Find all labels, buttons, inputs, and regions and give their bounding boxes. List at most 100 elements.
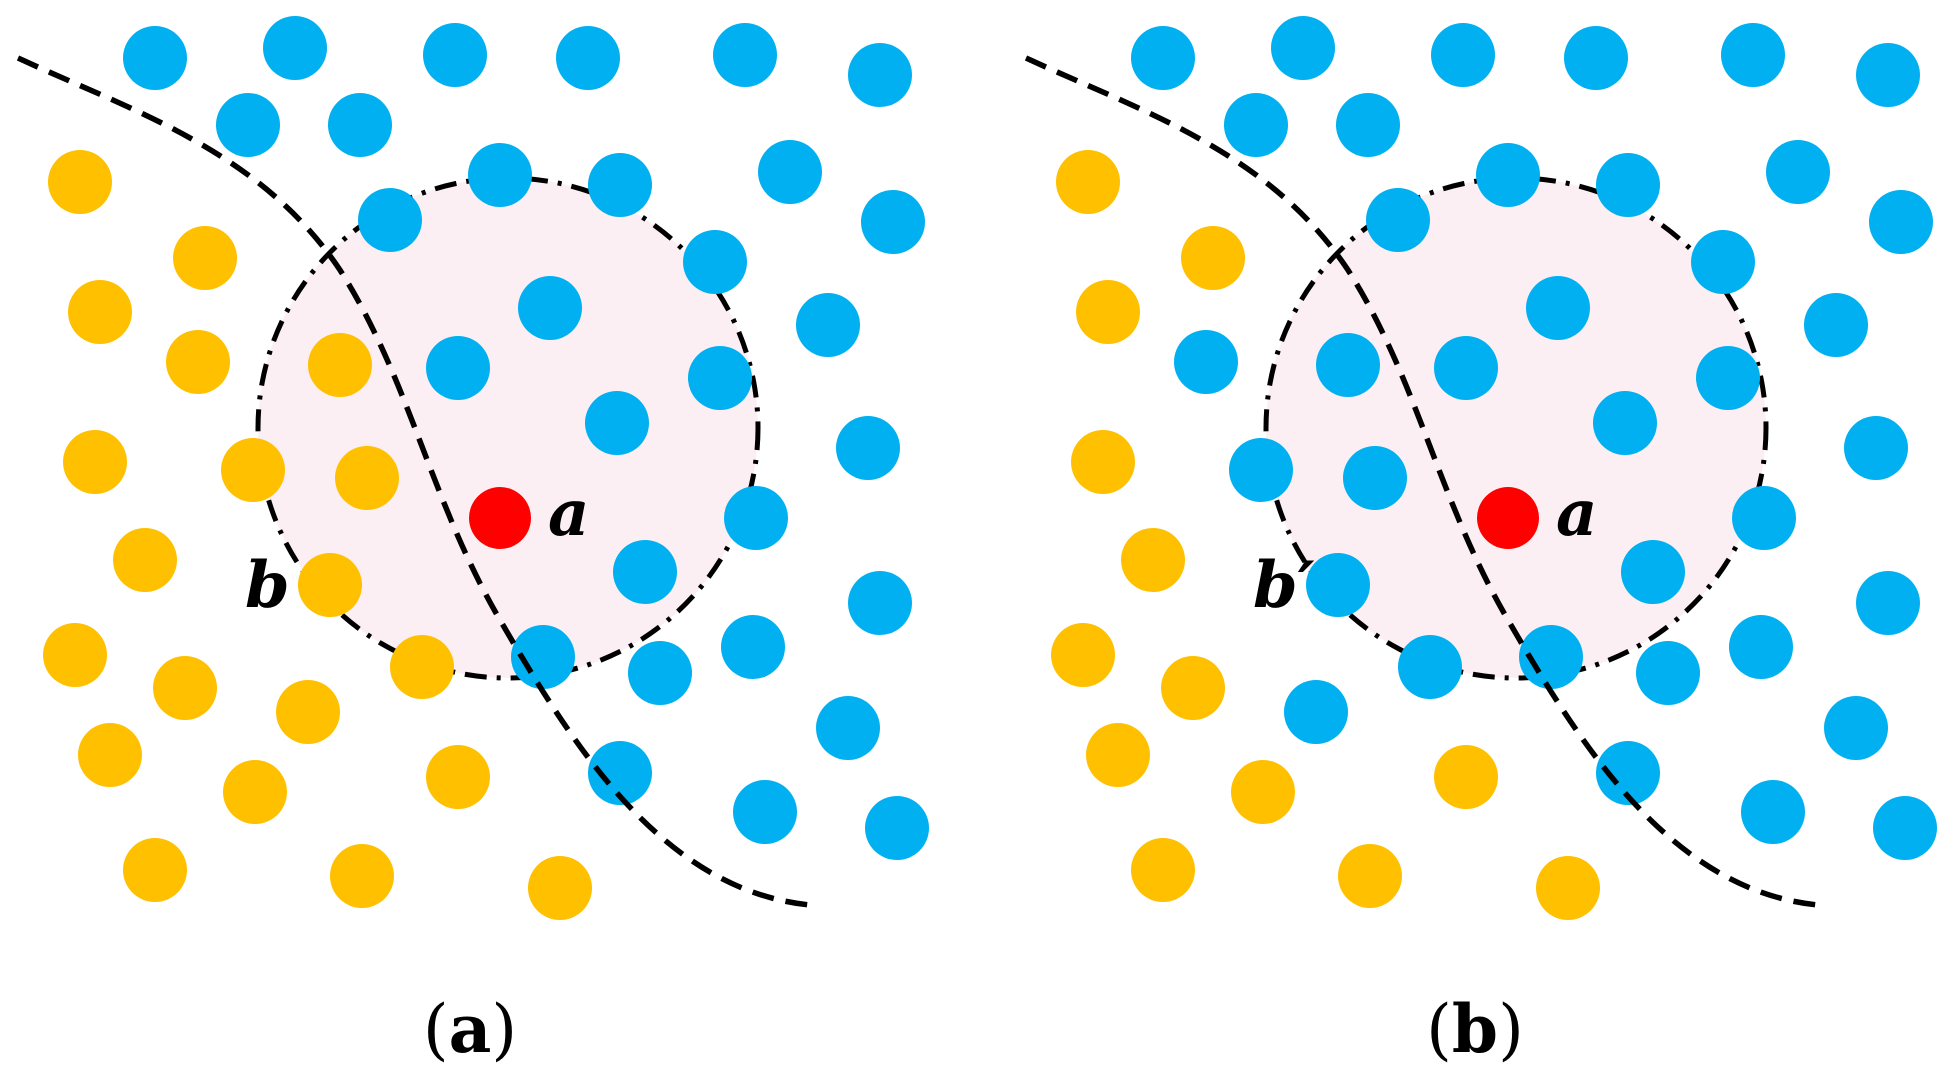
blue-dot — [1284, 680, 1348, 744]
panel-b: a b′ — [1024, 16, 1937, 920]
blue-dot — [263, 16, 327, 80]
yellow-dot — [221, 438, 285, 502]
blue-dot — [1174, 330, 1238, 394]
yellow-dot — [1536, 856, 1600, 920]
blue-dot — [511, 625, 575, 689]
blue-dot — [796, 293, 860, 357]
blue-dot — [1766, 140, 1830, 204]
yellow-dot — [1071, 430, 1135, 494]
blue-dot — [1224, 93, 1288, 157]
blue-dot — [758, 140, 822, 204]
decision-boundary — [1024, 55, 1819, 908]
blue-dot — [123, 26, 187, 90]
yellow-dot — [48, 150, 112, 214]
blue-dot — [426, 336, 490, 400]
yellow-dot — [1161, 656, 1225, 720]
blue-dot — [1691, 230, 1755, 294]
blue-dot — [1526, 276, 1590, 340]
yellow-dot — [78, 723, 142, 787]
yellow-dot — [153, 656, 217, 720]
query-point — [1477, 487, 1539, 549]
blue-dot — [358, 188, 422, 252]
query-point-label: a — [1556, 476, 1597, 551]
blue-dot — [1229, 438, 1293, 502]
yellow-dot — [1076, 280, 1140, 344]
blue-dot — [836, 416, 900, 480]
yellow-dot — [1121, 528, 1185, 592]
yellow-dot — [1131, 838, 1195, 902]
blue-dot — [1596, 741, 1660, 805]
blue-dot — [848, 571, 912, 635]
query-point — [469, 487, 531, 549]
blue-dot — [1306, 553, 1370, 617]
blue-dot — [1732, 486, 1796, 550]
blue-dot — [1873, 796, 1937, 860]
yellow-dot — [298, 553, 362, 617]
panel-a: ab — [16, 16, 929, 920]
yellow-dot — [166, 330, 230, 394]
blue-dot — [1844, 416, 1908, 480]
yellow-dot — [1434, 745, 1498, 809]
blue-dot — [585, 391, 649, 455]
yellow-dot — [276, 680, 340, 744]
blue-dot — [1593, 391, 1657, 455]
decision-boundary — [16, 55, 811, 908]
blue-dot — [1729, 615, 1793, 679]
blue-dot — [683, 230, 747, 294]
blue-dot — [1856, 43, 1920, 107]
blue-dot — [1316, 333, 1380, 397]
region-label: b′ — [1253, 548, 1315, 623]
region-label: b — [245, 548, 290, 623]
blue-dot — [1434, 336, 1498, 400]
caption-a: (a) — [423, 990, 517, 1068]
blue-dot — [1131, 26, 1195, 90]
yellow-dot — [335, 446, 399, 510]
blue-dot — [1564, 26, 1628, 90]
blue-dot — [628, 641, 692, 705]
blue-dot — [688, 346, 752, 410]
blue-dot — [1398, 635, 1462, 699]
yellow-dot — [1338, 844, 1402, 908]
blue-dot — [1336, 93, 1400, 157]
yellow-dot — [330, 844, 394, 908]
blue-dot — [733, 780, 797, 844]
blue-dot — [848, 43, 912, 107]
blue-dot — [1431, 23, 1495, 87]
query-point-label: a — [548, 476, 589, 551]
yellow-dot — [390, 635, 454, 699]
blue-dot — [1476, 143, 1540, 207]
yellow-dot — [113, 528, 177, 592]
blue-dot — [1741, 780, 1805, 844]
blue-dot — [588, 153, 652, 217]
yellow-dot — [426, 745, 490, 809]
blue-dot — [1721, 23, 1785, 87]
yellow-dot — [68, 280, 132, 344]
blue-dot — [423, 23, 487, 87]
blue-dot — [1519, 625, 1583, 689]
blue-dot — [861, 190, 925, 254]
yellow-dot — [528, 856, 592, 920]
blue-dot — [468, 143, 532, 207]
yellow-dot — [1231, 760, 1295, 824]
caption-b: (b) — [1426, 990, 1524, 1068]
yellow-dot — [123, 838, 187, 902]
blue-dot — [865, 796, 929, 860]
blue-dot — [1869, 190, 1933, 254]
blue-dot — [556, 26, 620, 90]
blue-dot — [1696, 346, 1760, 410]
blue-dot — [713, 23, 777, 87]
blue-dot — [1596, 153, 1660, 217]
blue-dot — [518, 276, 582, 340]
blue-dot — [1366, 188, 1430, 252]
blue-dot — [1824, 696, 1888, 760]
blue-dot — [588, 741, 652, 805]
yellow-dot — [173, 226, 237, 290]
yellow-dot — [223, 760, 287, 824]
blue-dot — [328, 93, 392, 157]
yellow-dot — [1086, 723, 1150, 787]
yellow-dot — [63, 430, 127, 494]
yellow-dot — [43, 623, 107, 687]
yellow-dot — [308, 333, 372, 397]
yellow-dot — [1181, 226, 1245, 290]
